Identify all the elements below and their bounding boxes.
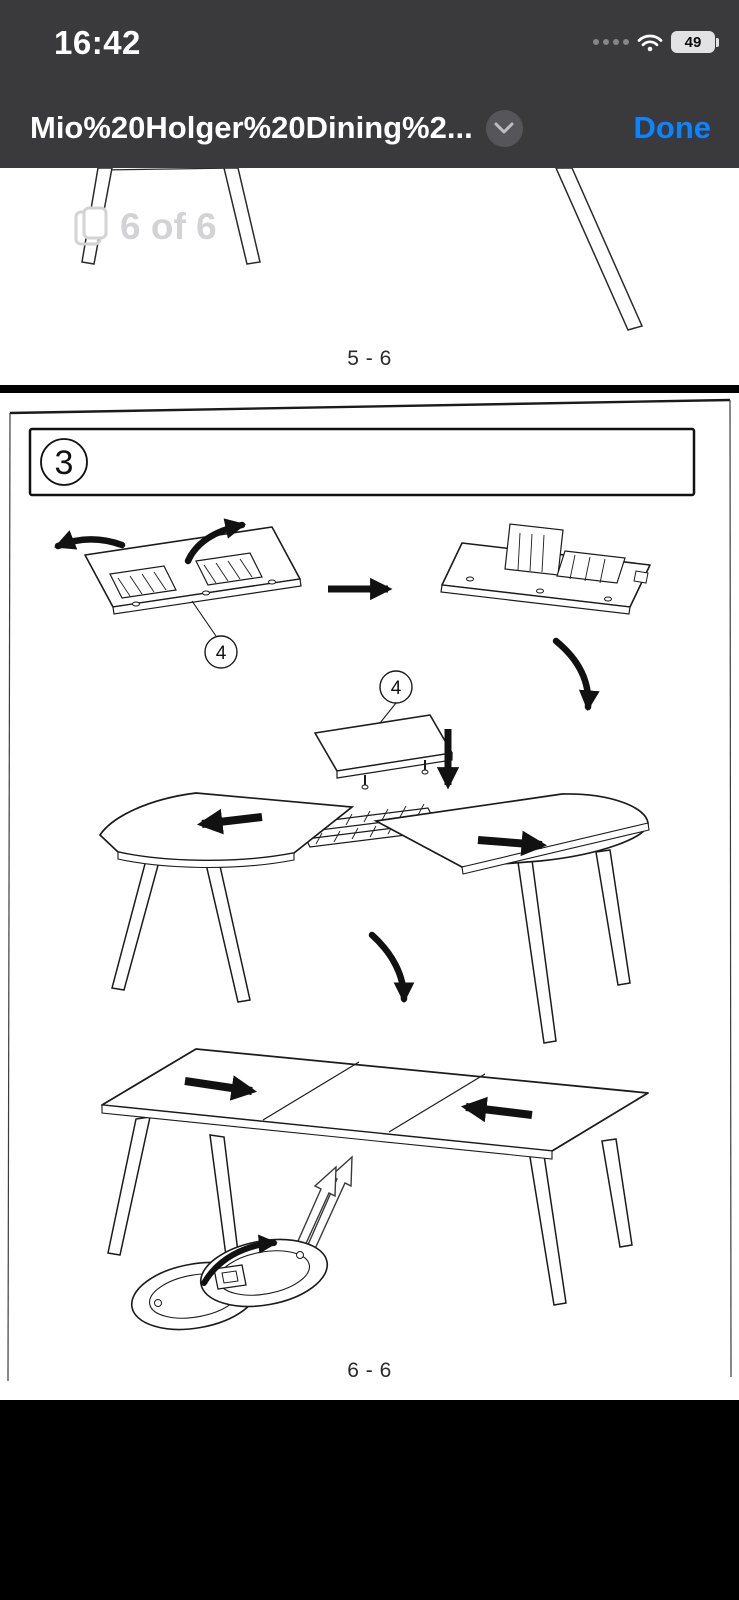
battery-percent: 49: [684, 33, 702, 51]
wifi-icon: [637, 33, 663, 52]
diagram-slide-halves: [98, 792, 650, 1044]
pdf-page-previous: 6 of 6 5 - 6: [0, 168, 739, 385]
slide-arrow-left: [196, 808, 263, 835]
diagram-insert-leaf: 4: [314, 670, 460, 790]
table-leg: [595, 849, 631, 986]
pdf-page-current: 3 4: [0, 393, 739, 1400]
slide-arrow-right: [477, 830, 548, 857]
flow-arrow-down-2: [368, 931, 415, 1004]
unfold-arrow-right: [184, 518, 247, 565]
table-leg: [601, 1138, 633, 1248]
tabletop-seam: [388, 1073, 486, 1133]
step-number-circle: [40, 438, 88, 486]
diagram-extended-table: [101, 1048, 649, 1306]
diagram-unfold-leaves: 4: [54, 518, 302, 669]
chevron-down-icon: [494, 122, 514, 134]
scanned-page-border: [7, 398, 732, 1382]
table-leg: [517, 859, 557, 1044]
document-scroll-area[interactable]: 6 of 6 5 - 6: [0, 168, 739, 1400]
table-leg: [107, 1116, 151, 1256]
step-header: 3: [28, 427, 696, 497]
done-button[interactable]: Done: [633, 110, 712, 145]
page-indicator-icon: [74, 206, 108, 246]
callout-circle: [204, 635, 238, 669]
page-number-current: 6 - 6: [347, 1359, 392, 1382]
page-indicator-overlay: 6 of 6: [74, 206, 217, 248]
latch-arrow: [201, 1234, 278, 1286]
header-bar: 16:42 49 Mio%20Holger%20Dining%2...: [0, 0, 739, 168]
table-leg: [555, 168, 644, 331]
status-time: 16:42: [54, 24, 141, 61]
status-bar: 16:42 49: [0, 0, 739, 88]
callout-number: 4: [391, 678, 402, 699]
battery-icon: 49: [671, 31, 719, 53]
table-leg: [111, 857, 162, 991]
close-arrow-right: [184, 1075, 258, 1101]
unfold-arrow-left: [54, 530, 126, 550]
flow-arrow-down-1: [552, 637, 600, 712]
table-leg: [529, 1154, 567, 1306]
callout-circle: [379, 670, 413, 704]
close-arrow-left: [460, 1096, 533, 1123]
status-icons: 49: [593, 31, 719, 53]
tabletop-seam: [262, 1061, 360, 1121]
leaf-mechanism-detail: [130, 1155, 353, 1331]
nav-bar: Mio%20Holger%20Dining%2... Done: [0, 88, 739, 168]
assembly-diagram-svg: 3 4: [7, 398, 732, 1382]
bottom-toolbar: [0, 1400, 739, 1600]
page-number-previous: 5 - 6: [347, 347, 392, 370]
fold-leaf-standing: [504, 523, 564, 576]
page-indicator-text: 6 of 6: [120, 206, 217, 247]
diagram-folded-leaves: [440, 523, 651, 615]
table-leg: [205, 863, 251, 1003]
callout-number: 4: [216, 643, 227, 664]
step-number: 3: [55, 444, 74, 482]
document-title: Mio%20Holger%20Dining%2...: [30, 110, 473, 145]
title-menu-button[interactable]: [485, 109, 523, 147]
tabletop-half-left: [98, 792, 355, 862]
cellular-dots-icon: [593, 39, 629, 45]
table-leg: [223, 168, 261, 265]
